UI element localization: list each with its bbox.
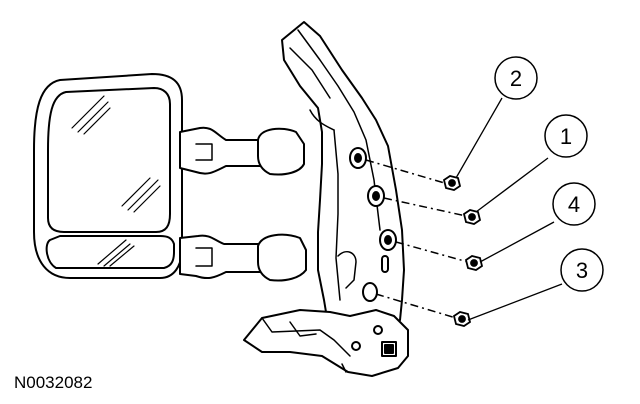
nut-3 (452, 311, 472, 327)
callouts: 2 1 4 3 (494, 56, 604, 292)
callout-1-label: 1 (560, 124, 572, 149)
callout-4-label: 4 (568, 192, 580, 217)
lower-base-plate (243, 309, 409, 377)
nut-1 (462, 209, 482, 225)
callout-3-label: 3 (576, 258, 588, 283)
lower-arm-sleeve (257, 233, 307, 282)
figure-id: N0032082 (14, 373, 92, 392)
callout-3: 3 (560, 248, 604, 292)
leader-lines (455, 97, 563, 321)
main-mirror-glass (47, 87, 171, 233)
alignment-lines (365, 159, 469, 319)
nut-4 (464, 255, 484, 271)
callout-1: 1 (544, 114, 588, 158)
nuts (442, 175, 484, 327)
nut-2 (442, 175, 462, 191)
mounting-bracket (281, 21, 405, 337)
callout-2: 2 (494, 56, 538, 100)
mirror-assembly (33, 21, 409, 377)
glass-hatching (71, 95, 161, 267)
bracket-hole-3 (362, 282, 378, 302)
callout-2-label: 2 (510, 66, 522, 91)
callout-4: 4 (552, 182, 596, 226)
spotter-mirror-glass (45, 235, 175, 269)
upper-arm-sleeve (257, 127, 305, 176)
